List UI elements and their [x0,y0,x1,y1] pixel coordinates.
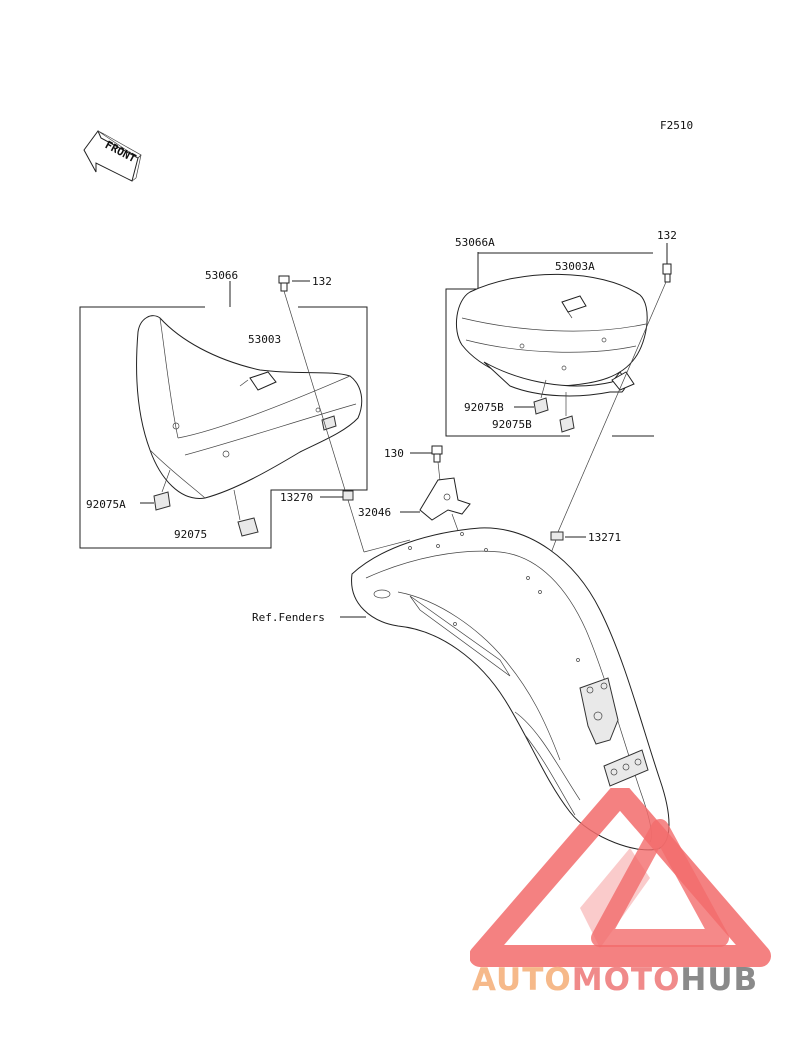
right-seat-group: 53066A 132 53003A 92075B 92075B 13271 [445,229,677,596]
diagram-code: F2510 [660,119,693,132]
label-53003A: 53003A [555,260,595,273]
label-13270: 13270 [280,491,313,504]
label-53066A: 53066A [455,236,495,249]
label-53066: 53066 [205,269,238,282]
automotohub-wordmark: AUTOMOTOHUB [472,962,758,998]
label-92075B-bottom: 92075B [492,418,532,431]
wordmark-moto: MOTO [571,962,681,998]
seat-53066A [456,273,648,387]
damper-92075 [237,517,259,537]
strap-53003 [249,371,277,391]
wordmark-hub: HUB [680,962,759,998]
label-ref-fenders: Ref.Fenders [252,611,325,624]
bolt-132-left [278,275,346,491]
bolt-130 [431,445,443,455]
bolt-132-right [557,243,672,533]
label-13271: 13271 [588,531,621,544]
strap-53003A [561,295,587,313]
left-seat-group: 53066 132 53003 92075A 92075 13270 [79,269,411,553]
label-132-right: 132 [657,229,677,242]
label-92075B-top: 92075B [464,401,504,414]
damper-92075B-top [533,397,549,415]
label-92075A: 92075A [86,498,126,511]
damper-92075A [153,491,171,511]
label-53003: 53003 [248,333,281,346]
collar-13270 [342,490,354,501]
label-32046: 32046 [358,506,391,519]
label-132-left: 132 [312,275,332,288]
wordmark-auto: AUTO [472,962,572,998]
damper-92075B-bottom [559,415,575,433]
automotohub-logo-icon [470,788,771,967]
front-arrow-icon: FRONT [83,130,142,182]
label-130: 130 [384,447,404,460]
collar-13271 [550,531,564,541]
fender-group: 130 32046 Ref.Fenders [252,445,670,851]
label-92075: 92075 [174,528,207,541]
